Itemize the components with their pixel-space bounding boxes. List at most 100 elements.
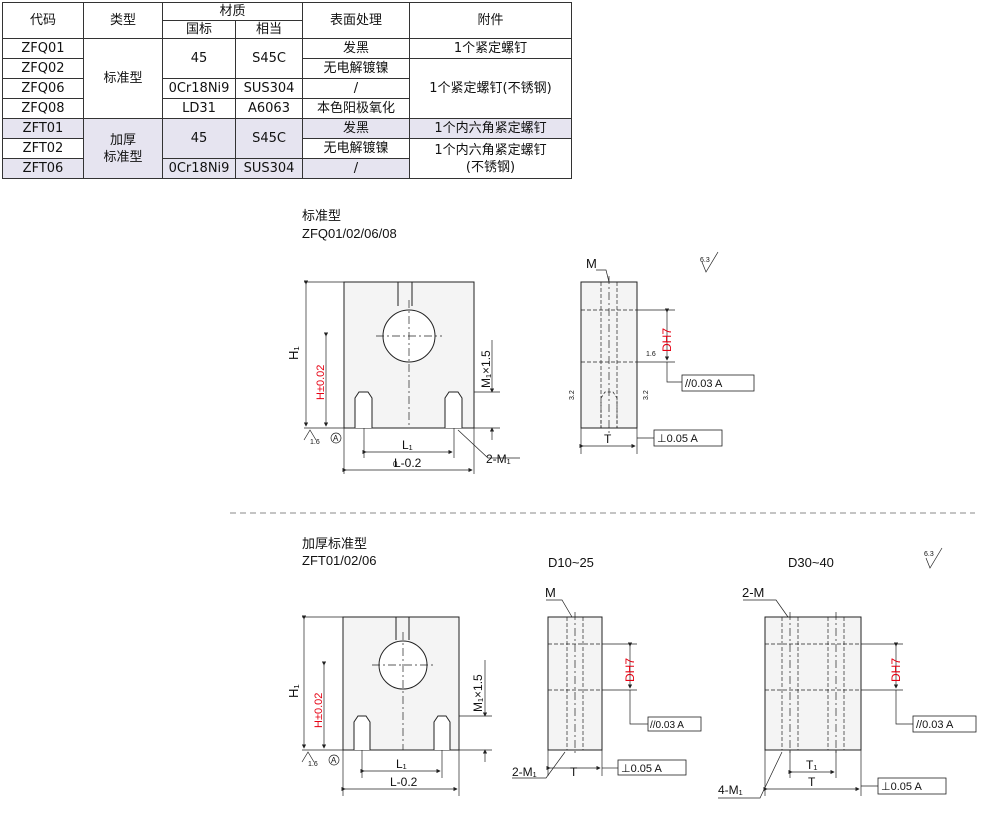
table-cell-mat-std: 0Cr18Ni9 <box>162 158 236 179</box>
drawing1-title: 标准型 <box>302 208 341 223</box>
table-cell-code: ZFT06 <box>2 158 84 179</box>
table-cell-surface: / <box>302 158 410 179</box>
dim-m-small: M <box>545 585 556 600</box>
datum-circle <box>330 432 342 444</box>
dim-t1: T₁ <box>806 758 817 772</box>
tapped-hole <box>444 391 463 428</box>
hdr-accessory: 附件 <box>409 2 572 39</box>
dim-l1-2: L₁ <box>396 757 407 771</box>
table-cell-code: ZFQ08 <box>2 98 84 119</box>
hdr-code: 代码 <box>2 2 84 39</box>
dim-2m: 2-M <box>742 585 764 600</box>
parallel-tol-frame <box>647 716 702 732</box>
table-cell-accessory: 1个紧定螺钉(不锈钢) <box>409 58 572 119</box>
dim-2m1: 2-M₁ <box>486 452 511 466</box>
dim-2m1-2: 2-M₁ <box>512 765 537 779</box>
dim-m: M <box>586 256 597 271</box>
dim-dh7: DH7 <box>660 328 674 352</box>
rough-63: 6.3 <box>700 257 710 264</box>
tapped-hole <box>353 715 371 750</box>
table-cell-accessory: 1个内六角紧定螺钉 <box>409 118 572 139</box>
dim-h1-2: H₁ <box>286 684 301 698</box>
datum-a: A <box>333 434 339 443</box>
acc-line1: 1个内六角紧定螺钉 <box>434 142 547 158</box>
tapped-hole <box>600 391 618 428</box>
parallel-tol-large: //0.03 A <box>916 719 954 731</box>
leader-line <box>718 751 783 799</box>
label-large: D30~40 <box>788 555 834 570</box>
tapped-hole <box>354 391 373 428</box>
dim-h: H±0.02 <box>315 365 327 400</box>
parallel-tol-small: //0.03 A <box>650 720 684 731</box>
spec-table: 代码 类型 材质 表面处理 附件 国标 相当 ZFQ01 标准型 45 S45C… <box>2 2 572 179</box>
datum-a-2: A <box>331 756 337 765</box>
type-thick-line2: 标准型 <box>103 149 143 165</box>
leader-line <box>629 690 648 725</box>
table-cell-type: 标准型 <box>83 38 163 119</box>
perp-tol-frame <box>877 777 947 795</box>
drawing2-codes: ZFT01/02/06 <box>302 553 376 568</box>
leader-line <box>666 362 682 383</box>
table-cell-mat-equiv: S45C <box>235 38 303 79</box>
rough-32-left: 3.2 <box>569 390 576 400</box>
table-cell-mat-equiv: A6063 <box>235 98 303 119</box>
dim-l1: L₁ <box>402 438 413 452</box>
table-cell-type: 加厚标准型 <box>83 118 163 179</box>
leader-line <box>546 599 573 618</box>
dim-h-2: H±0.02 <box>313 693 325 728</box>
dim-4m1: 4-M₁ <box>718 783 743 797</box>
rough-63-2: 6.3 <box>924 551 934 558</box>
perp-tol-large: ⊥0.05 A <box>881 781 922 793</box>
table-cell-surface: 发黑 <box>302 118 410 139</box>
dim-m1x15: M₁×1.5 <box>479 350 493 388</box>
side-view-block <box>580 281 638 429</box>
label-small: D10~25 <box>548 555 594 570</box>
leader-line <box>512 751 566 779</box>
rough-16-2: 1.6 <box>308 761 318 768</box>
perp-tol-frame <box>653 429 723 447</box>
dim-dh7-small: DH7 <box>623 658 637 682</box>
parallel-tol-frame <box>681 374 755 392</box>
leader-line <box>743 599 789 618</box>
hdr-type: 类型 <box>83 2 163 39</box>
acc-line2: (不锈钢) <box>465 159 516 175</box>
dim-m1x15-2: M₁×1.5 <box>471 674 485 712</box>
dim-l-2: L-0.2 <box>390 775 418 789</box>
perp-tol-small: ⊥0.05 A <box>621 763 662 775</box>
perp-tol-frame <box>617 759 687 776</box>
tapped-hole <box>433 715 451 750</box>
dim-h1: H₁ <box>286 346 301 360</box>
leader-line <box>596 269 610 283</box>
roughness-symbol <box>701 251 719 273</box>
dim-dh7-large: DH7 <box>889 658 903 682</box>
table-cell-code: ZFQ02 <box>2 58 84 79</box>
parallel-tol-frame <box>912 715 977 733</box>
leader-line <box>457 429 520 459</box>
table-cell-accessory: 1个内六角紧定螺钉(不锈钢) <box>409 138 572 179</box>
dim-l-tol: 0 <box>393 460 398 469</box>
roughness-symbol <box>925 547 943 569</box>
drawing1-codes: ZFQ01/02/06/08 <box>302 226 397 241</box>
type-thick-line1: 加厚 <box>109 132 136 148</box>
dim-l: L-0.2 <box>394 456 422 470</box>
rough-16-side: 1.6 <box>646 351 656 358</box>
datum-circle <box>328 754 340 766</box>
table-cell-surface: 无电解镀镍 <box>302 58 410 79</box>
roughness-symbol <box>301 751 315 763</box>
table-cell-mat-equiv: SUS304 <box>235 158 303 179</box>
rough-32-right: 3.2 <box>643 390 650 400</box>
parallel-tol: //0.03 A <box>685 378 723 390</box>
table-cell-mat-equiv: S45C <box>235 118 303 159</box>
leader-line <box>895 690 913 725</box>
hdr-material-equiv: 相当 <box>235 20 303 39</box>
dim-t: T <box>604 432 612 446</box>
side-view-large <box>764 616 862 751</box>
dim-t-large: T <box>808 775 816 789</box>
dim-t-small: T <box>570 765 578 779</box>
table-cell-code: ZFT02 <box>2 138 84 159</box>
rough-16: 1.6 <box>310 439 320 446</box>
drawing2-title: 加厚标准型 <box>302 536 367 551</box>
perp-tol: ⊥0.05 A <box>657 433 698 445</box>
roughness-symbol <box>303 429 317 441</box>
